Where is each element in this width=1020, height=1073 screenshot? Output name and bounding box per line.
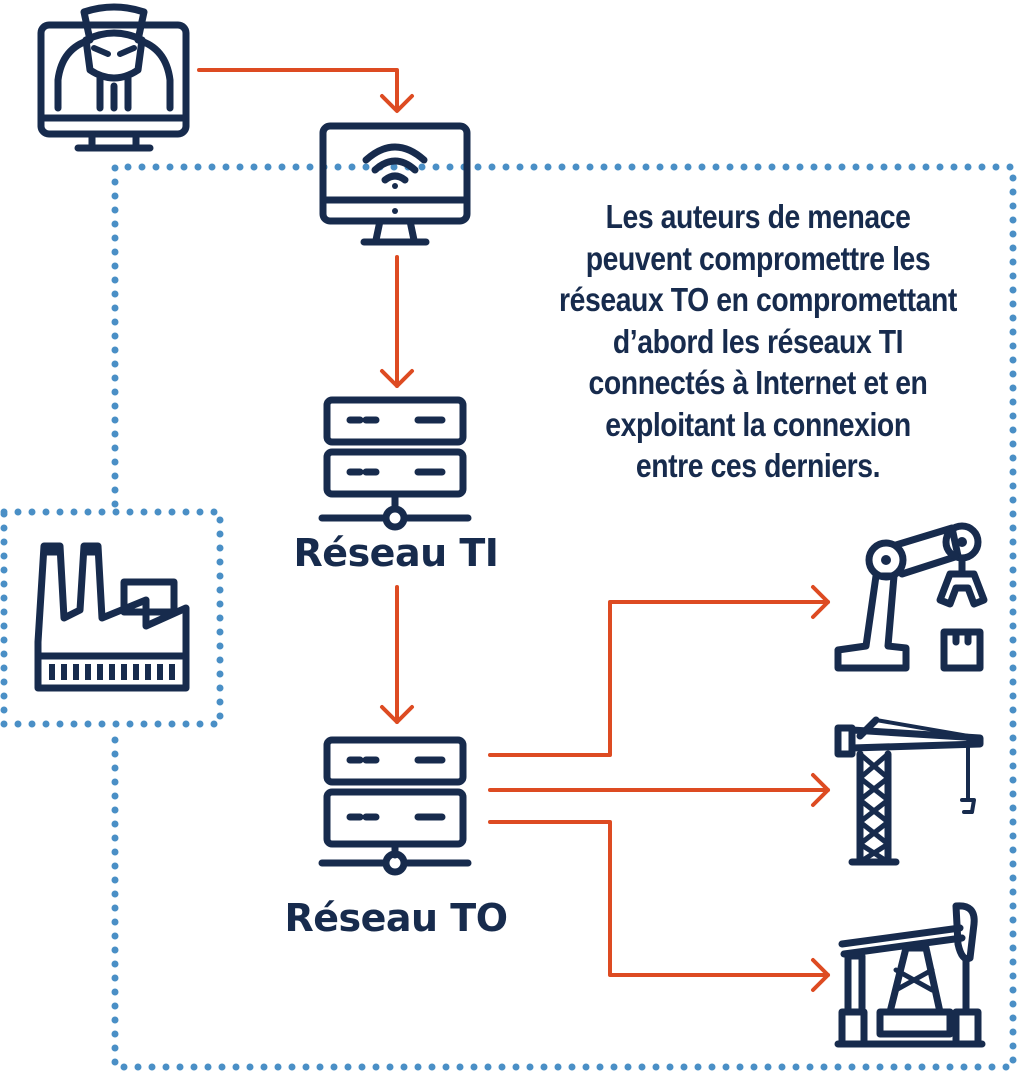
tower-crane-icon	[834, 716, 984, 866]
wifi-monitor-icon	[319, 122, 471, 246]
arrow-ot-to-robot	[488, 600, 830, 757]
hacker-monitor-icon	[37, 3, 190, 152]
factory-icon	[34, 542, 190, 692]
it-network-label: Réseau TI	[293, 531, 499, 575]
caption-line: exploitant la connexion	[605, 405, 911, 443]
caption-line: d’abord les réseaux TI	[612, 322, 904, 360]
caption-line: connectés à Internet et en	[588, 364, 928, 401]
oil-pumpjack-icon	[834, 902, 986, 1048]
robotic-arm-icon	[834, 522, 988, 672]
arrow-hacker-to-it	[197, 68, 399, 112]
caption-line: peuvent compromettre les	[585, 239, 931, 277]
it-server-icon	[318, 396, 472, 531]
caption-line: entre ces derniers.	[635, 447, 881, 484]
ot-server-icon	[318, 736, 472, 876]
ot-boundary-dotted-border	[111, 163, 1017, 1071]
threat-description-caption: Les auteurs de menace peuvent compromett…	[553, 196, 962, 487]
flow-arrows	[197, 68, 830, 992]
caption-line: réseaux TO en compromettant	[559, 281, 957, 318]
factory-boundary-dotted-border	[0, 508, 224, 728]
caption-line: Les auteurs de menace	[605, 198, 911, 235]
ot-network-label: Réseau TO	[284, 896, 508, 940]
arrow-ot-to-pumpjack	[488, 820, 830, 977]
